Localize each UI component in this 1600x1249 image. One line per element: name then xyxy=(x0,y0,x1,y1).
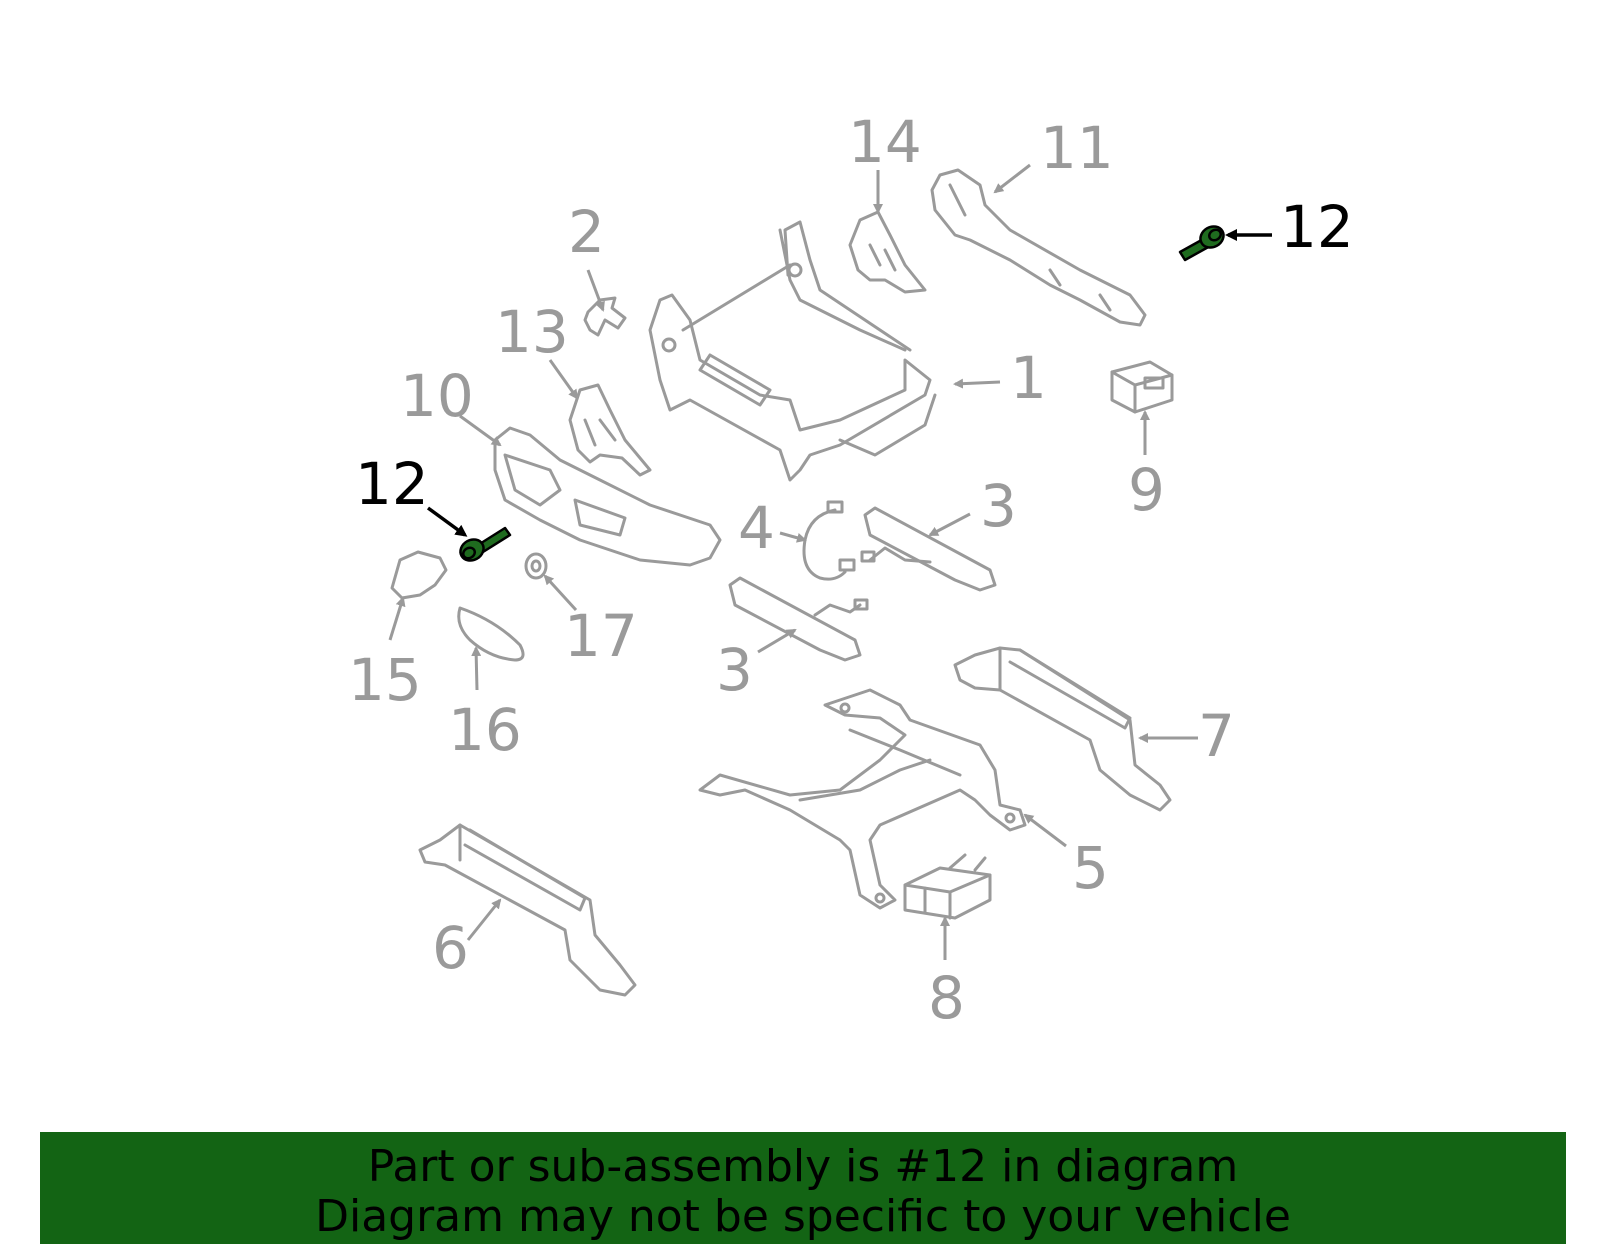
part-8-module xyxy=(903,853,992,920)
callout-14: 14 xyxy=(848,108,922,176)
callout-12-left: 12 xyxy=(355,450,429,518)
part-4-harness xyxy=(802,500,856,581)
part-10-trim-panel xyxy=(493,426,722,567)
part-17-ring xyxy=(524,552,548,580)
part-5-cross-frame xyxy=(698,688,1027,910)
part-9-switch xyxy=(1110,360,1174,414)
callout-11: 11 xyxy=(1040,114,1114,182)
leader-lines xyxy=(388,163,1272,960)
callout-13: 13 xyxy=(495,298,569,366)
callout-5: 5 xyxy=(1072,834,1109,902)
part-15-cap xyxy=(390,550,448,600)
part-3-upper-rail xyxy=(860,506,997,592)
part-16-cover xyxy=(457,606,525,662)
callout-1: 1 xyxy=(1010,344,1047,412)
part-13-cover xyxy=(568,383,652,477)
disclaimer-banner: Part or sub-assembly is #12 in diagram D… xyxy=(40,1132,1566,1244)
banner-line-2: Diagram may not be specific to your vehi… xyxy=(315,1191,1291,1242)
part-12-bolt-right xyxy=(1178,225,1225,262)
part-11-trim xyxy=(930,168,1147,327)
callout-10: 10 xyxy=(400,362,474,430)
callout-8: 8 xyxy=(928,964,965,1032)
part-6-rail-cover xyxy=(418,823,637,997)
part-2-bracket xyxy=(583,296,627,337)
part-7-rail-cover xyxy=(953,646,1172,812)
callout-12-right: 12 xyxy=(1280,193,1354,261)
part-14-cover xyxy=(848,210,927,294)
part-3-lower-rail xyxy=(728,576,869,662)
callout-2: 2 xyxy=(568,198,605,266)
callout-15: 15 xyxy=(348,646,422,714)
callout-3-upper: 3 xyxy=(980,472,1017,540)
callout-6: 6 xyxy=(432,914,469,982)
callout-17: 17 xyxy=(564,602,638,670)
part-1-seat-frame xyxy=(648,220,937,482)
callout-4: 4 xyxy=(738,494,775,562)
callout-16: 16 xyxy=(448,696,522,764)
callout-9: 9 xyxy=(1128,456,1165,524)
callout-3-lower: 3 xyxy=(716,636,753,704)
banner-line-1: Part or sub-assembly is #12 in diagram xyxy=(367,1141,1239,1192)
part-12-bolt-left xyxy=(459,526,512,562)
callout-7: 7 xyxy=(1198,702,1235,770)
